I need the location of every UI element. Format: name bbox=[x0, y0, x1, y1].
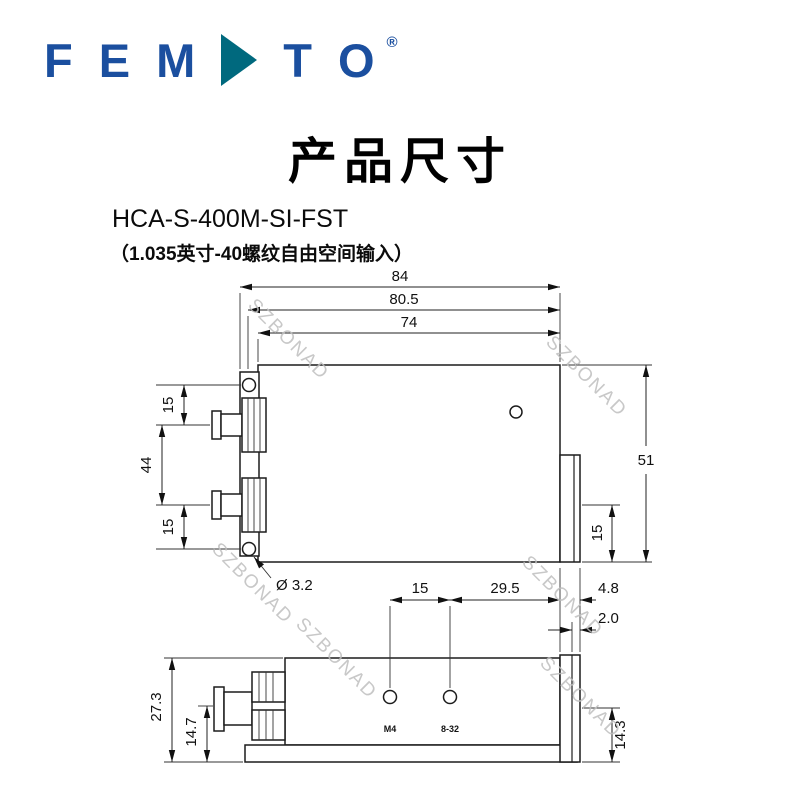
dim-right-height: 51 bbox=[638, 452, 655, 469]
thread-hole-m4 bbox=[382, 689, 398, 705]
dim-left-top: 15 bbox=[160, 397, 177, 414]
top-view: 84 80.5 74 15 44 15 51 15 bbox=[138, 268, 654, 594]
side-connector bbox=[213, 671, 286, 741]
logo-letter-e: E bbox=[98, 33, 131, 87]
dim-hole-to-edge: 29.5 bbox=[490, 580, 519, 597]
dim-width-body: 74 bbox=[401, 314, 418, 331]
logo-letter-t: T bbox=[283, 33, 312, 87]
dim-hole-spacing: 15 bbox=[412, 580, 429, 597]
side-right-flange bbox=[559, 654, 581, 763]
dim-left-bottom: 15 bbox=[160, 519, 177, 536]
hole-label-m4: M4 bbox=[384, 724, 397, 734]
side-view: M4 8-32 15 29.5 4.8 2.0 27.3 bbox=[148, 568, 629, 763]
connector-top bbox=[211, 397, 267, 453]
logo-letter-m: M bbox=[156, 33, 196, 87]
product-model: HCA-S-400M-SI-FST bbox=[112, 205, 349, 233]
logo-letter-o: O bbox=[337, 33, 375, 87]
top-view-body bbox=[257, 364, 561, 563]
dim-left-middle: 44 bbox=[138, 457, 155, 474]
page-title: 产品尺寸 bbox=[287, 135, 512, 189]
side-view-dimensions: 15 29.5 4.8 2.0 27.3 14.7 14.3 bbox=[148, 568, 629, 763]
dim-flange-step: 2.0 bbox=[598, 610, 619, 627]
product-subtitle: （1.035英寸-40螺纹自由空间输入） bbox=[110, 244, 414, 265]
right-flange bbox=[559, 454, 581, 563]
mount-hole-bottom bbox=[241, 541, 257, 557]
dim-height-overall: 27.3 bbox=[148, 692, 165, 721]
dim-height-front: 14.7 bbox=[183, 717, 200, 746]
dim-height-right: 14.3 bbox=[612, 720, 629, 749]
hole-diameter-callout: Ø 3.2 bbox=[276, 577, 313, 594]
side-view-body bbox=[284, 657, 561, 746]
hole-label-8-32: 8-32 bbox=[441, 724, 459, 734]
connector-bottom bbox=[211, 477, 267, 533]
mount-hole-top bbox=[241, 377, 257, 393]
thread-hole-8-32 bbox=[442, 689, 458, 705]
base-plate bbox=[244, 744, 578, 763]
femto-logo: F E M T O ® bbox=[44, 34, 398, 86]
body-screw-hole bbox=[509, 405, 523, 419]
dim-width-plate: 80.5 bbox=[389, 291, 418, 308]
dim-width-overall: 84 bbox=[392, 268, 409, 285]
logo-letter-f: F bbox=[44, 33, 73, 87]
dim-flange-width: 4.8 bbox=[598, 580, 619, 597]
logo-triangle-icon bbox=[221, 34, 258, 86]
registered-trademark: ® bbox=[386, 34, 398, 51]
top-view-dimensions: 84 80.5 74 15 44 15 51 15 bbox=[138, 268, 654, 594]
dim-right-flange: 15 bbox=[589, 525, 606, 542]
